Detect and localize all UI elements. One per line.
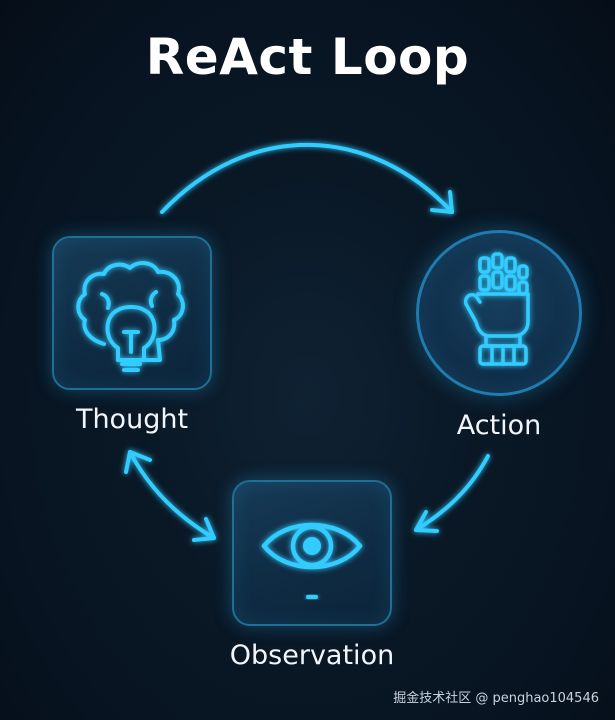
arrowhead-observation (414, 510, 439, 533)
arrow-observation-thought (128, 450, 216, 540)
action-node (416, 230, 582, 396)
diagram-title: ReAct Loop (145, 28, 470, 86)
observation-node (232, 480, 392, 626)
arrowhead-observation-left (192, 517, 216, 542)
arrowhead-thought (124, 450, 152, 474)
action-label: Action (456, 410, 542, 441)
watermark: 掘金技术社区 @ penghao104546 (393, 691, 599, 706)
arrow-action-to-observation (414, 454, 490, 532)
eye-icon (261, 522, 363, 599)
thought-node (52, 236, 212, 390)
robot-hand-icon (463, 252, 530, 366)
thought-label: Thought (75, 404, 189, 435)
brain-lightbulb-icon (76, 261, 185, 372)
arrowhead-action (430, 190, 454, 214)
observation-label: Observation (229, 640, 395, 671)
arrow-thought-to-action (160, 142, 454, 214)
